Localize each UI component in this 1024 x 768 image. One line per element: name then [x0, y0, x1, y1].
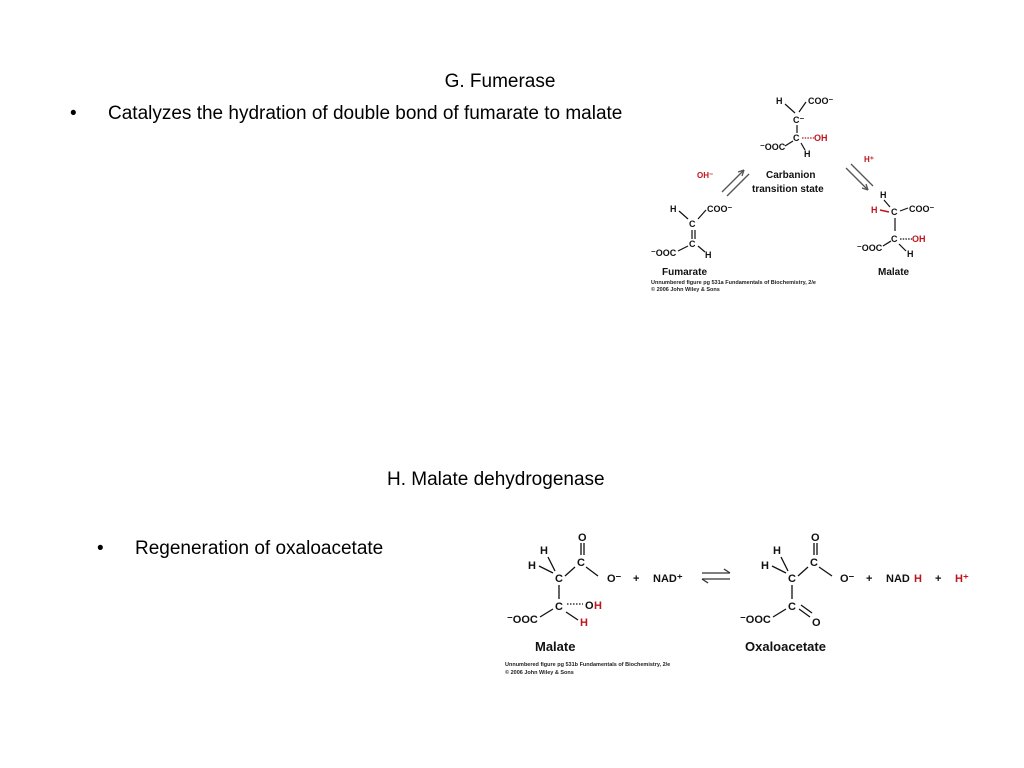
- atom-h: H: [761, 560, 769, 572]
- fumarate-label: Fumarate: [662, 267, 707, 278]
- bullet-dot: •: [70, 103, 77, 124]
- reaction-arrow-left: [721, 169, 750, 197]
- figure-copyright: © 2006 John Wiley & Sons: [505, 669, 574, 676]
- atom-h: H: [776, 96, 783, 106]
- atom-c: C: [891, 234, 898, 244]
- atom-o: O: [578, 532, 587, 544]
- malate-label: Malate: [878, 267, 910, 278]
- atom-h: H: [773, 545, 781, 557]
- atom-h: H: [670, 204, 677, 214]
- nad-plus: NAD⁺: [653, 573, 683, 585]
- atom-c: C: [689, 219, 696, 229]
- atom-c: C: [555, 573, 563, 585]
- atom-c: C: [793, 133, 800, 143]
- atom-ooc: ⁻OOC: [857, 243, 883, 253]
- malate-label: Malate: [535, 639, 575, 654]
- atom-h: H: [804, 149, 811, 159]
- atom-c: C: [788, 573, 796, 585]
- atom-c: C: [788, 601, 796, 613]
- atom-o: O: [812, 617, 821, 629]
- plus-sign: +: [633, 573, 639, 585]
- atom-h-red: H: [594, 600, 602, 612]
- atom-c: C: [577, 557, 585, 569]
- bullet-text: Catalyzes the hydration of double bond o…: [108, 103, 623, 124]
- atom-o: O: [585, 600, 594, 612]
- atom-coo: COO⁻: [909, 204, 935, 214]
- oxaloacetate-structure: O C O⁻ H H C C ⁻OOC O: [740, 532, 855, 629]
- h-plus-label: H⁺: [864, 155, 874, 164]
- atom-ooc: ⁻OOC: [740, 614, 771, 626]
- malate-structure: H H C COO⁻ C ⁻OOC OH H: [857, 190, 935, 259]
- atom-o-minus: O⁻: [607, 573, 622, 585]
- transition-state-label: transition state: [752, 184, 824, 195]
- atom-h-red: H: [871, 205, 878, 215]
- reaction-arrow-right: [845, 163, 874, 191]
- carbanion-structure: H COO⁻ C⁻ C ⁻OOC OH H: [760, 96, 834, 159]
- atom-h: H: [705, 250, 712, 260]
- atom-ooc: ⁻OOC: [760, 142, 786, 152]
- atom-ooc: ⁻OOC: [507, 614, 538, 626]
- atom-h: H: [880, 190, 887, 200]
- atom-o: O: [811, 532, 820, 544]
- atom-h: H: [528, 560, 536, 572]
- h-plus-label: H⁺: [955, 573, 969, 585]
- plus-sign: +: [866, 573, 872, 585]
- atom-coo: COO⁻: [808, 96, 834, 106]
- section-g-bullet: • Catalyzes the hydration of double bond…: [70, 102, 655, 126]
- atom-c-minus: C⁻: [793, 115, 804, 125]
- atom-oh: OH: [814, 133, 828, 143]
- atom-ooc: ⁻OOC: [651, 248, 677, 258]
- oxaloacetate-label: Oxaloacetate: [745, 639, 826, 654]
- section-g-heading: G. Fumerase: [444, 71, 556, 92]
- fumarate-structure: H COO⁻ C C ⁻OOC H: [651, 204, 733, 260]
- oh-minus-label: OH⁻: [697, 171, 713, 180]
- equilibrium-arrow: [701, 568, 731, 584]
- malate-structure: O C O⁻ H H C C ⁻OOC O H H: [507, 532, 622, 629]
- atom-o-minus: O⁻: [840, 573, 855, 585]
- figure-caption: Unnumbered figure pg 531a Fundamentals o…: [651, 280, 816, 286]
- atom-c: C: [555, 601, 563, 613]
- atom-h: H: [907, 249, 914, 259]
- atom-h-red: H: [580, 617, 588, 629]
- bullet-text: Regeneration of oxaloacetate: [135, 538, 384, 559]
- atom-c: C: [891, 207, 898, 217]
- plus-sign: +: [935, 573, 941, 585]
- nad-label: NAD: [886, 573, 910, 585]
- atom-c: C: [810, 557, 818, 569]
- nadh-h-label: H: [914, 573, 922, 585]
- figure-caption: Unnumbered figure pg 531b Fundamentals o…: [505, 662, 670, 668]
- bullet-dot: •: [97, 538, 104, 559]
- atom-c: C: [689, 239, 696, 249]
- atom-h: H: [540, 545, 548, 557]
- malate-dehydrogenase-figure: O C O⁻ H H C C ⁻OOC O H H Malate + NAD⁺: [505, 532, 969, 676]
- section-h-heading: H. Malate dehydrogenase: [387, 469, 605, 490]
- atom-oh: OH: [912, 234, 926, 244]
- carbanion-label: Carbanion: [766, 170, 815, 181]
- figure-copyright: © 2006 John Wiley & Sons: [651, 286, 720, 293]
- fumarase-mechanism-figure: H COO⁻ C⁻ C ⁻OOC OH H Carbanion transiti…: [651, 96, 935, 293]
- atom-coo: COO⁻: [707, 204, 733, 214]
- section-h-bullet: • Regeneration of oxaloacetate: [97, 537, 383, 561]
